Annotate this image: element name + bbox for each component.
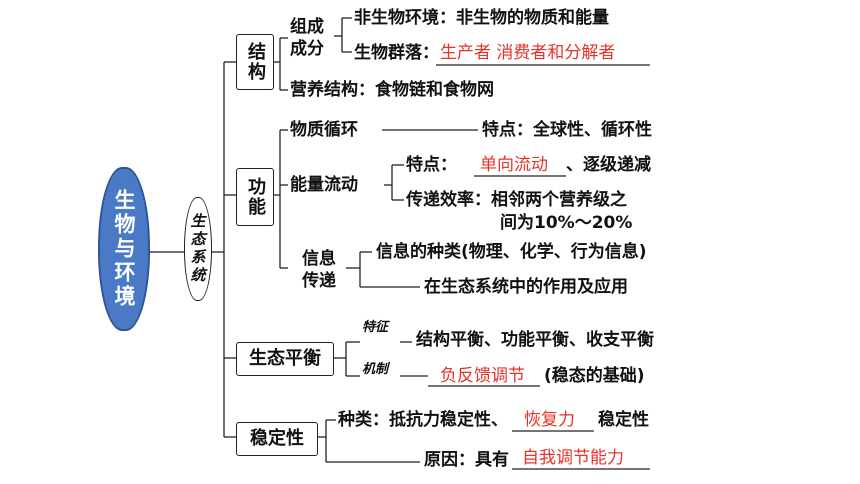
composition-label: 组成成分: [290, 17, 324, 59]
energy-flow-label: 能量流动: [290, 175, 358, 195]
info-roles-text: 在生态系统中的作用及应用: [424, 277, 628, 297]
balance-feature-text: 结构平衡、功能平衡、收支平衡: [416, 330, 654, 350]
energy-feature-prefix: 特点：: [406, 155, 457, 175]
mechanism-answer: 负反馈调节: [440, 366, 525, 386]
feature-tag: 特征: [362, 320, 389, 335]
abiotic-text: 非生物环境：非生物的物质和能量: [354, 8, 609, 28]
info-transfer-label: 信息传递: [302, 249, 336, 291]
balance-box: 生态平衡: [236, 342, 334, 376]
efficiency-line-2: 间为10%～20%: [500, 213, 633, 233]
info-types-text: 信息的种类(物理、化学、行为信息): [376, 242, 647, 262]
stability-cause-prefix: 原因：具有: [424, 450, 509, 470]
stability-kinds-suffix: 稳定性: [598, 410, 649, 430]
biotic-answer: 生产者 消费者和分解者: [440, 43, 616, 63]
stability-kinds-prefix: 种类：抵抗力稳定性、: [338, 410, 508, 430]
root-node: 生物与环境: [98, 167, 150, 331]
stability-box: 稳定性: [236, 422, 318, 456]
trophic-text: 营养结构：食物链和食物网: [290, 80, 494, 100]
energy-feature-suffix: 、逐级递减: [566, 155, 651, 175]
mechanism-tag: 机制: [362, 362, 389, 377]
structure-box: 结构: [236, 34, 274, 90]
function-box: 功能: [236, 168, 274, 226]
matter-cycle-label: 物质循环: [290, 120, 358, 140]
mechanism-suffix: (稳态的基础): [544, 366, 645, 386]
stability-kinds-answer: 恢复力: [524, 410, 575, 430]
efficiency-line-1: 传递效率：相邻两个营养级之: [406, 190, 627, 210]
biotic-prefix: 生物群落：: [354, 43, 439, 63]
stability-cause-answer: 自我调节能力: [522, 448, 624, 468]
matter-feature-text: 特点：全球性、循环性: [482, 120, 652, 140]
energy-feature-answer: 单向流动: [480, 155, 548, 175]
ecosystem-node: 生态系统: [184, 197, 212, 301]
